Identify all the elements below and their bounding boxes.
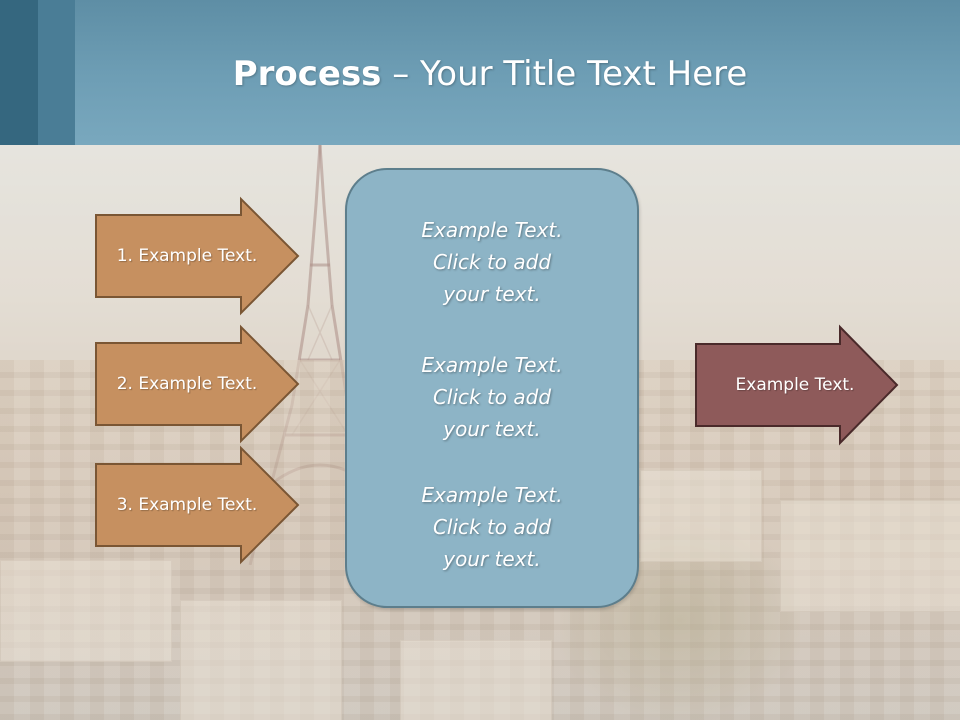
title-accent-dark xyxy=(0,0,38,145)
paragraph-line: Click to add xyxy=(432,385,552,409)
title-accent-mid xyxy=(38,0,75,145)
paragraph-line: your text. xyxy=(443,547,541,571)
title-bar: Process – Your Title Text Here xyxy=(0,0,960,145)
slide-title-bold: Process xyxy=(232,54,382,94)
paragraph-line: your text. xyxy=(443,282,541,306)
paragraph-line: Example Text. xyxy=(421,483,563,507)
building xyxy=(0,560,172,662)
building xyxy=(400,640,552,720)
process-arrow-2[interactable]: 2. Example Text. xyxy=(95,324,300,444)
paragraph-line: Click to add xyxy=(432,250,552,274)
arrow-label: Example Text. xyxy=(735,375,855,395)
paragraph-line: Click to add xyxy=(432,515,552,539)
arrow-label: 2. Example Text. xyxy=(116,374,258,394)
building xyxy=(780,500,960,612)
paragraph-line: Example Text. xyxy=(421,218,563,242)
arrow-shape xyxy=(95,324,300,444)
arrow-shape xyxy=(695,324,899,446)
arrow-shape xyxy=(95,196,300,316)
arrow-shape xyxy=(95,445,300,565)
process-arrow-3[interactable]: 3. Example Text. xyxy=(95,445,300,565)
building xyxy=(640,470,762,562)
building xyxy=(180,600,342,720)
center-paragraph-1[interactable]: Example Text. Click to add your text. xyxy=(347,214,637,310)
slide-title-rest: – Your Title Text Here xyxy=(381,54,748,94)
paragraph-line: Example Text. xyxy=(421,353,563,377)
paragraph-line: your text. xyxy=(443,417,541,441)
center-paragraph-3[interactable]: Example Text. Click to add your text. xyxy=(347,479,637,575)
center-text-box[interactable]: Example Text. Click to add your text. Ex… xyxy=(345,168,639,608)
arrow-label: 1. Example Text. xyxy=(116,246,258,266)
slide-title[interactable]: Process – Your Title Text Here xyxy=(0,52,960,96)
center-paragraph-2[interactable]: Example Text. Click to add your text. xyxy=(347,349,637,445)
arrow-label: 3. Example Text. xyxy=(116,495,258,515)
result-arrow[interactable]: Example Text. xyxy=(695,324,899,446)
process-arrow-1[interactable]: 1. Example Text. xyxy=(95,196,300,316)
